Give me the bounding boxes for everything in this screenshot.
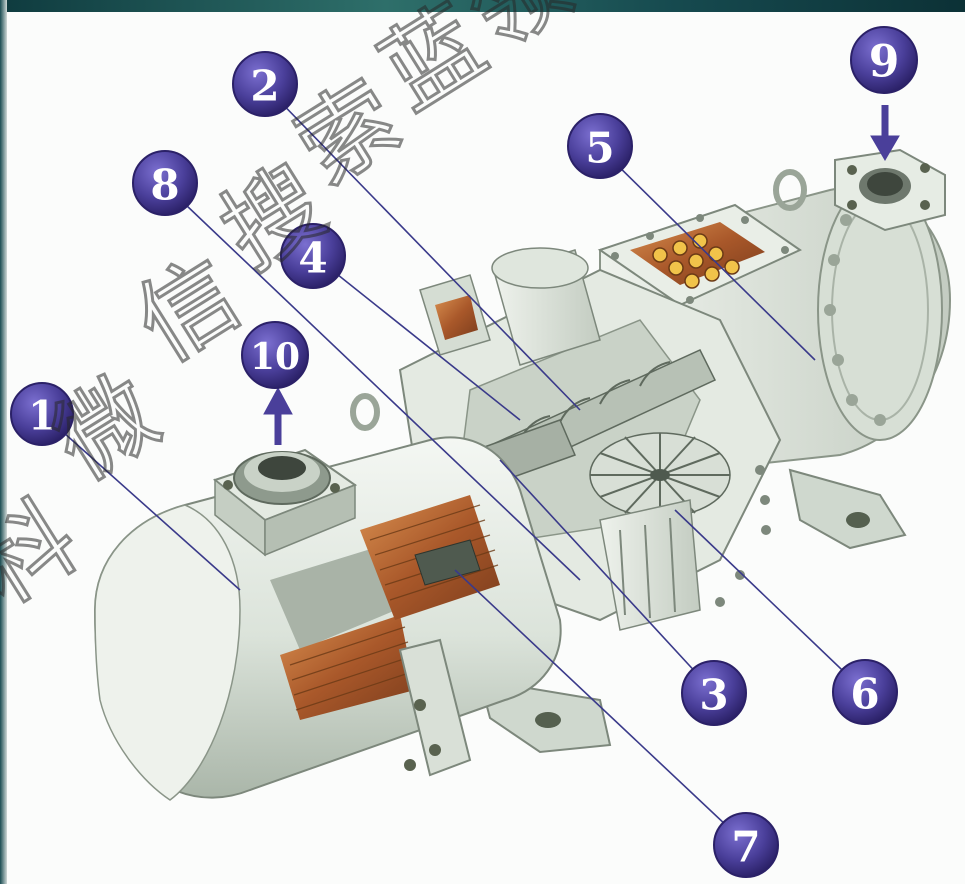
callout-1: 1 bbox=[10, 382, 74, 446]
suction-arrow-head bbox=[263, 386, 293, 415]
callout-4: 4 bbox=[280, 223, 346, 289]
suction-flange bbox=[212, 448, 358, 557]
leader-4 bbox=[312, 254, 521, 421]
discharge-arrow-head bbox=[870, 135, 900, 161]
callout-10: 10 bbox=[241, 321, 309, 389]
callout-6: 6 bbox=[832, 659, 898, 725]
leader-lines bbox=[44, 85, 864, 844]
callout-7-label: 7 bbox=[731, 823, 760, 872]
callout-5-label: 5 bbox=[585, 124, 614, 173]
terminal-box bbox=[597, 203, 803, 307]
compression-section bbox=[350, 247, 782, 631]
callout-2-label: 2 bbox=[250, 62, 279, 111]
gate-rotor bbox=[589, 432, 731, 518]
callout-5: 5 bbox=[567, 113, 633, 179]
motor-housing bbox=[93, 436, 562, 801]
leader-7 bbox=[454, 569, 746, 844]
callout-1-label: 1 bbox=[28, 393, 56, 440]
callout-3: 3 bbox=[681, 660, 747, 726]
top-frame-band bbox=[0, 0, 965, 12]
leader-5 bbox=[599, 147, 816, 361]
leader-8 bbox=[164, 184, 581, 581]
callout-8-label: 8 bbox=[150, 161, 179, 210]
leader-1 bbox=[44, 415, 241, 591]
callout-6-label: 6 bbox=[850, 670, 879, 719]
callout-2: 2 bbox=[232, 51, 298, 117]
leader-2 bbox=[264, 85, 581, 411]
leader-6 bbox=[674, 509, 864, 691]
callout-3-label: 3 bbox=[699, 671, 728, 720]
callout-10-label: 10 bbox=[250, 336, 300, 378]
flow-arrows bbox=[263, 105, 900, 445]
callout-9: 9 bbox=[850, 26, 918, 94]
left-frame-bar bbox=[0, 0, 7, 884]
callout-4-label: 4 bbox=[298, 234, 327, 283]
callout-9-label: 9 bbox=[869, 37, 900, 88]
callout-7: 7 bbox=[713, 812, 779, 878]
callouts: 1 2 3 4 5 6 7 bbox=[10, 26, 918, 878]
leader-3 bbox=[499, 459, 713, 691]
callout-8: 8 bbox=[132, 150, 198, 216]
